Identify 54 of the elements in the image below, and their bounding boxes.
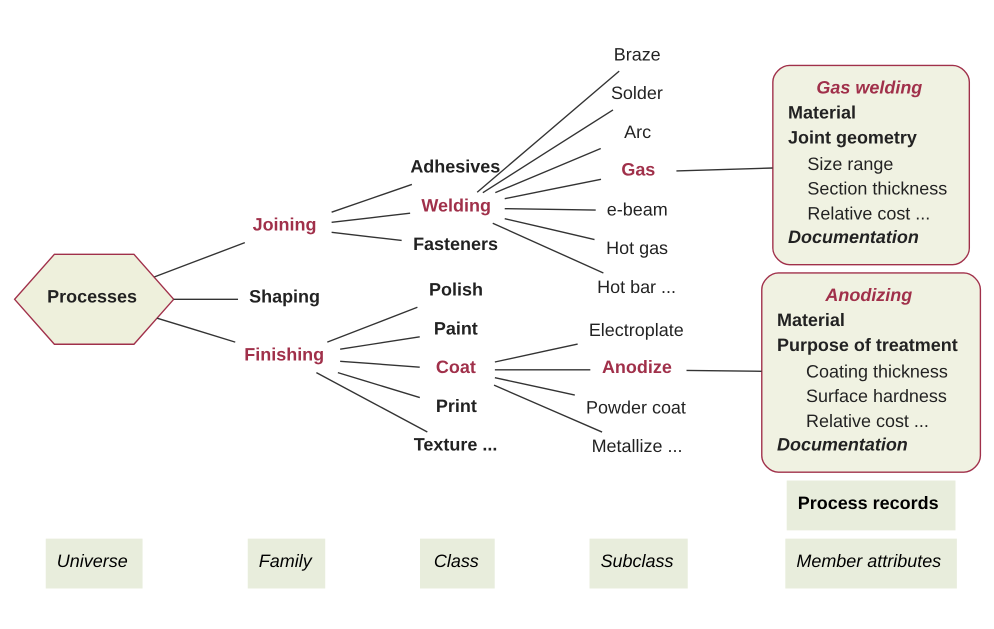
node-text: Anodize — [601, 357, 672, 378]
label: Process records — [797, 492, 938, 513]
label: Member attributes — [796, 550, 941, 571]
connector — [476, 70, 620, 193]
label: Class — [433, 550, 478, 571]
connector — [330, 184, 412, 213]
node-text: Polish — [428, 280, 482, 300]
node-text: Shaping — [248, 286, 320, 307]
node-text: Arc — [624, 122, 651, 142]
connector — [504, 218, 594, 240]
label: Subclass — [600, 550, 674, 571]
connector — [337, 372, 420, 398]
connector — [504, 208, 596, 211]
node-text: Metallize ... — [591, 436, 682, 456]
connector — [494, 148, 601, 194]
connector — [504, 178, 601, 200]
node-text: Coat — [435, 357, 476, 378]
node-text: Braze — [613, 44, 660, 64]
node-text: Gas — [620, 159, 655, 180]
node-text: Finishing — [244, 344, 324, 365]
connector — [316, 372, 428, 433]
node-text: Electroplate — [588, 320, 684, 340]
node-text: Fasteners — [412, 234, 498, 254]
connector — [156, 318, 235, 343]
node-box: Gas welding Material Joint geometry Size range Section thickness Relative cost ... Documentation — [772, 64, 970, 266]
connector — [494, 369, 590, 371]
node-text: Welding — [420, 195, 490, 216]
node-text: Print — [435, 396, 476, 416]
connector — [492, 222, 604, 274]
connector — [494, 343, 578, 363]
connector — [154, 242, 245, 278]
node-text: Hot bar ... — [596, 276, 676, 297]
node-box: Anodizing Material Purpose of treatment Coating thickness Surface hardness Relative cost ... Documentation — [760, 272, 981, 473]
node-text: e-beam — [606, 199, 668, 220]
label: Universe — [56, 550, 128, 571]
connector — [340, 336, 420, 350]
connector — [494, 377, 574, 396]
node-text: Solder — [610, 83, 662, 104]
connector — [686, 370, 762, 372]
node-text: Adhesives — [410, 156, 500, 177]
connector — [482, 109, 613, 194]
node-text: Paint — [433, 318, 478, 338]
node-text: Joining — [252, 214, 316, 235]
connector — [326, 306, 418, 343]
node-text: Texture ... — [413, 434, 497, 455]
node-text: Hot gas — [606, 238, 668, 258]
label: Family — [258, 550, 312, 571]
node-text: Powder coat — [586, 397, 686, 418]
connector — [340, 360, 420, 368]
connector — [331, 212, 410, 223]
connector — [173, 298, 238, 300]
connector — [331, 232, 402, 242]
connector — [676, 167, 772, 172]
connector — [493, 384, 602, 433]
